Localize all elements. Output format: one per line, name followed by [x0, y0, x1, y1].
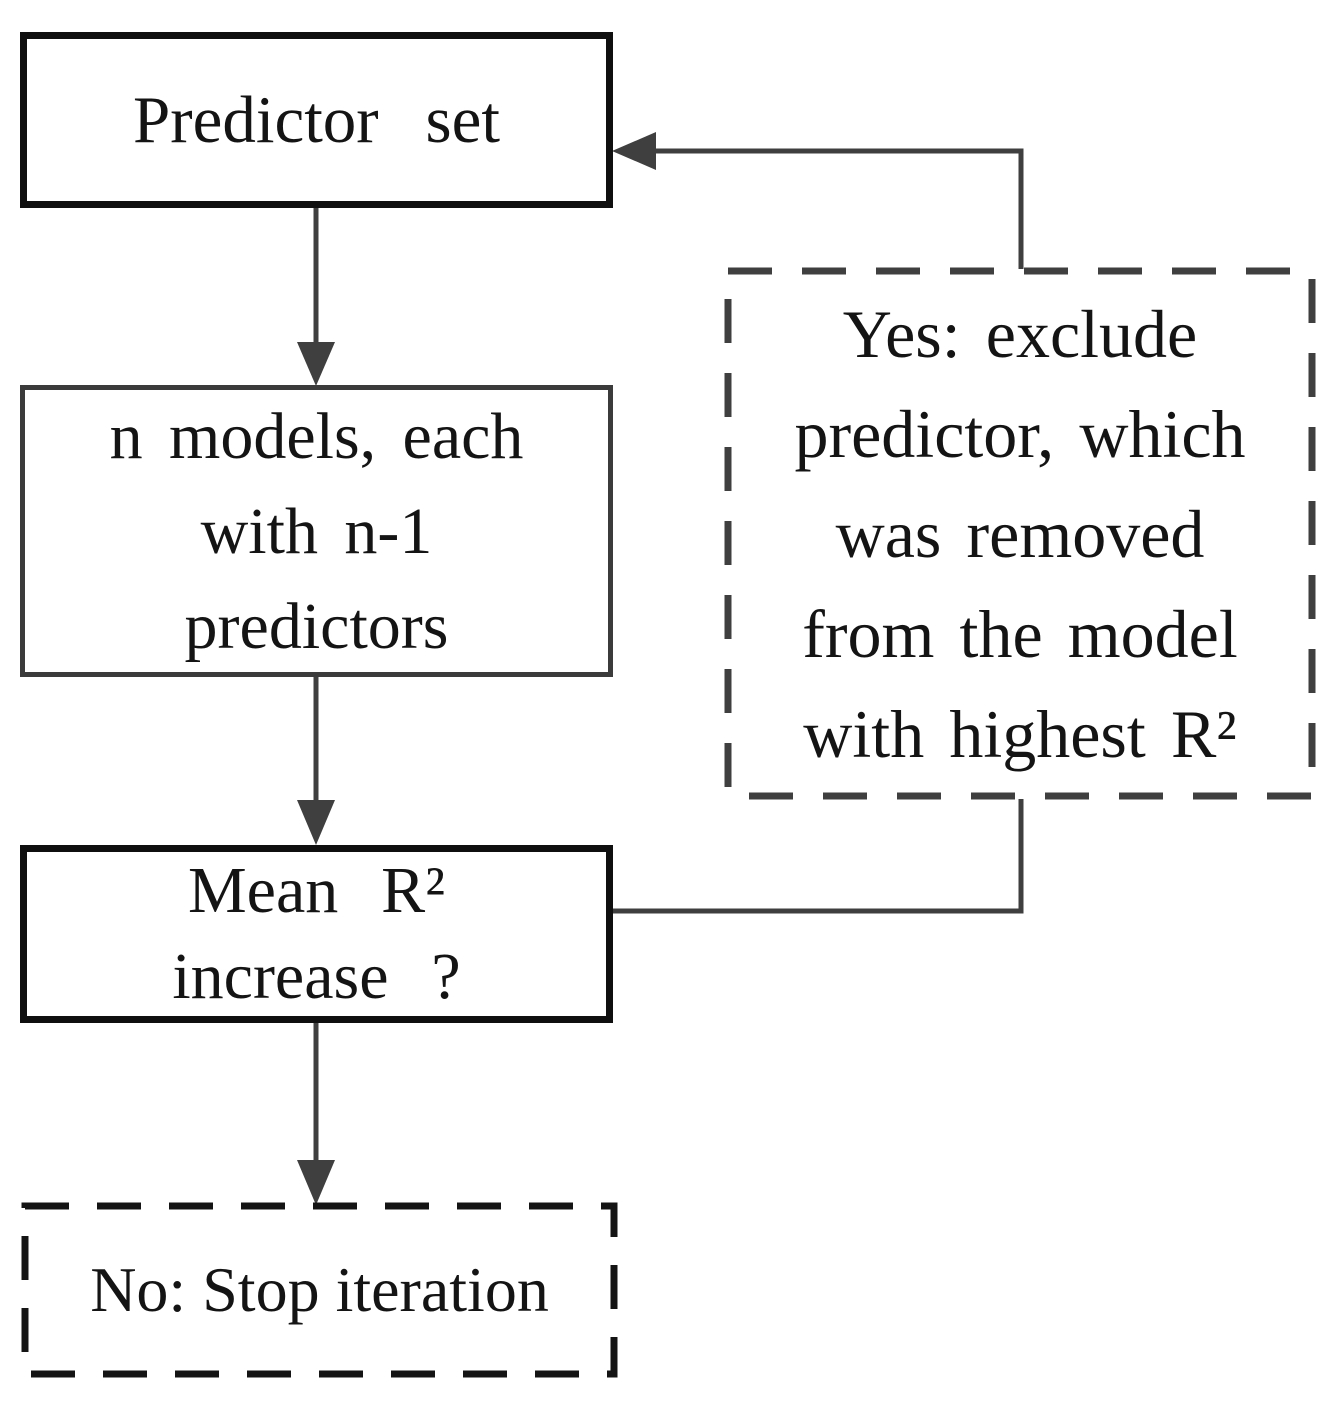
- mean-r2-line-1: Mean R²: [188, 854, 445, 927]
- n-models-line-3: predictors: [184, 589, 449, 663]
- arrowhead-down-into-meanr2: [297, 800, 335, 845]
- yes-exclude-line-1: Yes: exclude: [842, 295, 1198, 372]
- yes-exclude-line-4: from the model: [802, 595, 1238, 672]
- edge-yes-to-predictorset-line: [654, 148, 1024, 269]
- arrowhead-left-into-predictorset: [612, 132, 656, 170]
- node-n-models: n models, each with n-1 predictors: [20, 385, 613, 677]
- mean-r2-line-2: increase ?: [172, 940, 461, 1013]
- node-stop-iteration: No: Stop iteration: [25, 1206, 614, 1374]
- predictor-set-label: Predictor set: [133, 82, 500, 157]
- n-models-line-2: with n-1: [200, 494, 433, 568]
- arrowhead-down-into-stop: [297, 1160, 335, 1205]
- yes-exclude-dashed-border: [724, 267, 1316, 800]
- edge-meanr2-to-yes-line: [613, 799, 1024, 914]
- stop-iteration-label: No: Stop iteration: [90, 1254, 549, 1325]
- yes-exclude-line-3: was removed: [835, 495, 1205, 572]
- node-yes-exclude: Yes: exclude predictor, which was remove…: [740, 283, 1300, 784]
- arrowhead-down-into-nmodels: [297, 342, 335, 386]
- yes-exclude-line-2: predictor, which: [794, 395, 1246, 472]
- n-models-line-1: n models, each: [109, 399, 524, 473]
- node-mean-r2-increase: Mean R² increase ?: [20, 845, 613, 1023]
- yes-exclude-line-5: with highest R²: [803, 695, 1237, 772]
- node-predictor-set: Predictor set: [20, 32, 613, 208]
- stop-iteration-dashed-border: [21, 1202, 618, 1378]
